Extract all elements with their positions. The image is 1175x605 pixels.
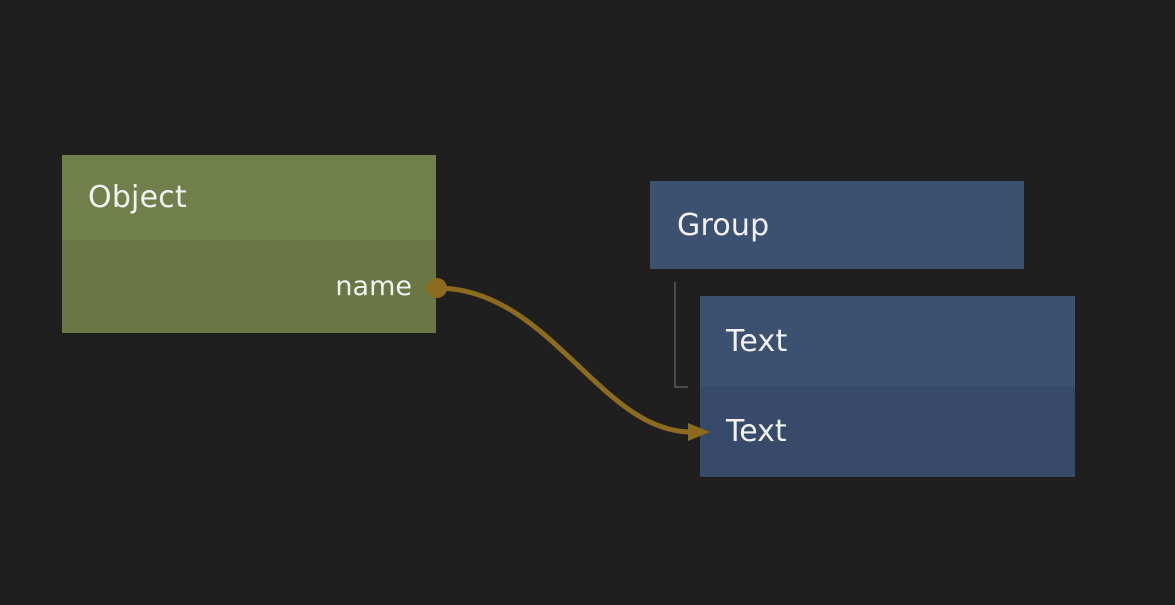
node-object-body: name xyxy=(62,240,436,333)
node-text-header[interactable]: Text xyxy=(700,296,1075,386)
node-group-header[interactable]: Group xyxy=(650,181,1024,269)
node-text-row-label: Text xyxy=(726,414,787,449)
node-text-title: Text xyxy=(726,323,788,359)
node-object-title: Object xyxy=(88,180,187,215)
node-group[interactable]: Group xyxy=(650,181,1024,269)
node-text-body-row[interactable]: Text xyxy=(700,386,1075,477)
node-group-title: Group xyxy=(677,207,770,243)
output-label-name: name xyxy=(335,271,412,302)
node-object[interactable]: Object name xyxy=(62,155,436,333)
group-child-branch-line xyxy=(674,282,688,388)
node-text[interactable]: Text Text xyxy=(700,296,1075,477)
output-row-name: name xyxy=(335,240,412,333)
name-to-text-connection-wire[interactable] xyxy=(434,285,694,435)
node-object-header[interactable]: Object xyxy=(62,155,436,240)
